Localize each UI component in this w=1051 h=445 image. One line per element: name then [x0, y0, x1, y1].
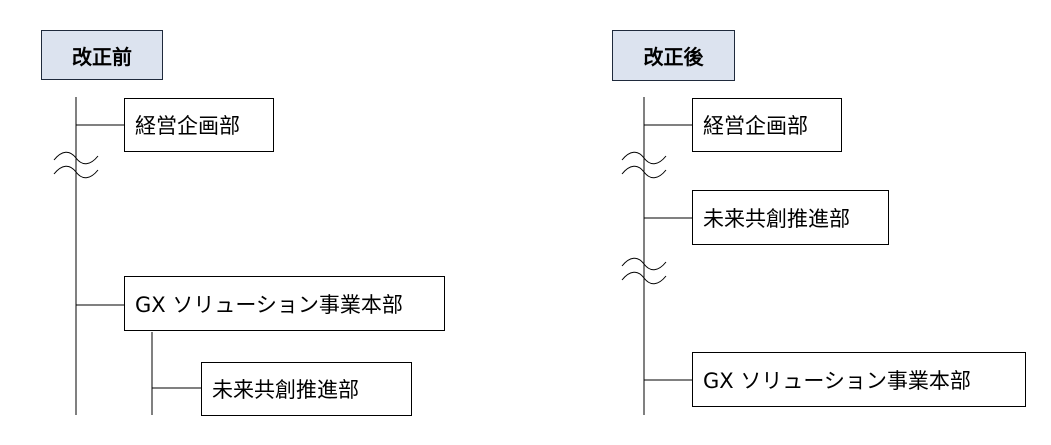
after-box-gx-label: GX ソリューション事業本部: [703, 368, 971, 393]
after-break-mark-2: [621, 165, 667, 179]
after-break-mark: [621, 151, 667, 165]
after-box-gx: GX ソリューション事業本部: [692, 352, 1026, 407]
before-box-gx-label: GX ソリューション事業本部: [135, 292, 403, 317]
before-box-planning: 経営企画部: [124, 98, 274, 152]
after-box-planning-label: 経営企画部: [703, 114, 808, 138]
after-header: 改正後: [612, 30, 735, 81]
after-box-future: 未来共創推進部: [692, 190, 889, 245]
after-box-future-label: 未来共創推進部: [703, 206, 850, 231]
before-box-future-label: 未来共創推進部: [212, 378, 359, 402]
after-break-mark-4: [621, 271, 667, 285]
before-box-planning-label: 経営企画部: [135, 114, 240, 138]
after-box-planning: 経営企画部: [692, 98, 842, 152]
after-break-mark-3: [621, 257, 667, 271]
before-box-future: 未来共創推進部: [201, 362, 412, 416]
before-break-mark: [53, 151, 99, 165]
before-header: 改正前: [41, 30, 163, 80]
before-box-gx: GX ソリューション事業本部: [124, 276, 445, 331]
before-break-mark-2: [53, 165, 99, 179]
